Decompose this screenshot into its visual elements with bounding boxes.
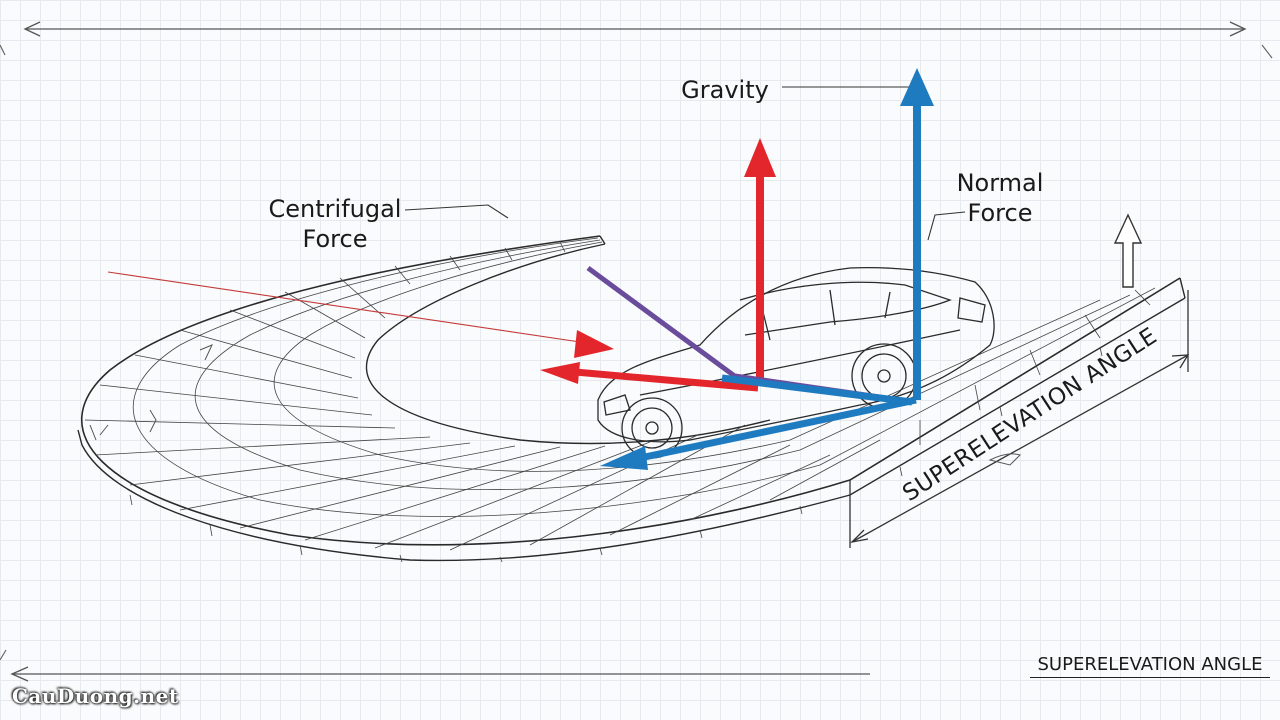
road-outer-edge-thickness bbox=[77, 297, 1186, 562]
horizontal-force-arrow-red bbox=[540, 362, 759, 392]
blue-connector-arrow bbox=[721, 374, 913, 406]
road-thickness-ticks bbox=[129, 346, 1103, 563]
car-taillight bbox=[957, 297, 986, 323]
road-inner-edge bbox=[365, 243, 771, 445]
gravity-label-text: Gravity bbox=[681, 76, 769, 104]
curved-road-surface bbox=[77, 235, 1186, 563]
centrifugal-reference-line bbox=[107, 271, 581, 343]
superelevation-dimension bbox=[849, 290, 1190, 548]
bottom-dimension-line bbox=[10, 666, 870, 682]
gravity-force-arrow-red bbox=[744, 138, 776, 380]
normal-label-line1: Normal bbox=[956, 169, 1044, 197]
road-sketch-marks bbox=[89, 344, 1021, 466]
centrifugal-label-line2: Force bbox=[302, 225, 368, 253]
car-body bbox=[597, 266, 995, 443]
car-wireframe bbox=[597, 266, 995, 459]
edge-marks bbox=[0, 44, 1273, 661]
centrifugal-leader-line bbox=[404, 204, 509, 219]
car-window-line bbox=[759, 289, 891, 341]
car-roofline bbox=[739, 281, 952, 336]
normal-label-line2: Force bbox=[967, 199, 1033, 227]
centrifugal-force-arrow bbox=[574, 330, 614, 358]
up-arrow-outline-icon bbox=[1113, 213, 1143, 288]
centrifugal-force-label: Centrifugal Force bbox=[250, 194, 420, 254]
road-outer-edge bbox=[81, 235, 1181, 546]
top-dimension-line bbox=[23, 21, 1247, 37]
gravity-label: Gravity bbox=[660, 75, 790, 105]
road-edge-end-near bbox=[599, 235, 606, 245]
watermark-logo: CauDuong.net bbox=[12, 684, 179, 708]
road-direction-arrow-blue bbox=[600, 396, 917, 470]
centrifugal-label-line1: Centrifugal bbox=[268, 195, 402, 223]
normal-force-arrow-blue bbox=[900, 68, 934, 400]
car-side-crease bbox=[639, 329, 961, 396]
road-segment-lines bbox=[84, 241, 1151, 551]
normal-force-label: Normal Force bbox=[930, 168, 1070, 228]
car-headlight bbox=[603, 394, 631, 416]
road-edge-end-far bbox=[1179, 277, 1186, 299]
superelevation-angle-caption: SUPERELEVATION ANGLE bbox=[1030, 654, 1270, 678]
normal-leader-line bbox=[927, 211, 966, 241]
leader-lines bbox=[404, 86, 966, 241]
